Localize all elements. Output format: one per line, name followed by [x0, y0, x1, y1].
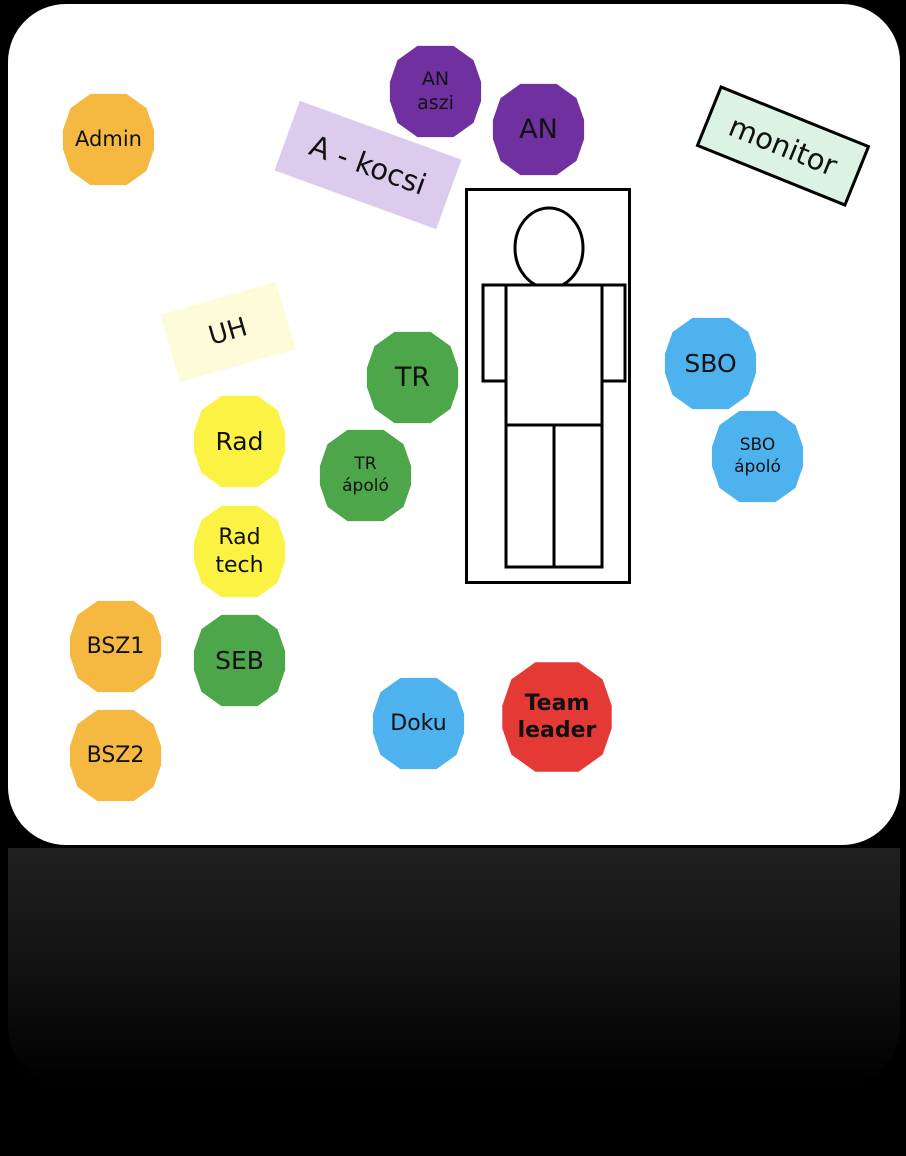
reflection-content: BSZ1 BSZ2 SEB Doku Team leader	[8, 848, 900, 1084]
role-bsz1: BSZ1	[69, 600, 162, 693]
role-rad-tech: Rad tech	[193, 505, 286, 598]
role-seb: SEB	[193, 614, 286, 707]
role-admin: Admin	[62, 93, 155, 186]
monitor-label: monitor	[695, 85, 871, 207]
diagram-card: A - kocsi UH monitor Admin AN aszi AN TR…	[8, 4, 900, 845]
ultrasound-label: UH	[160, 281, 296, 383]
role-sbo: SBO	[664, 317, 757, 410]
patient-on-bed-icon	[465, 188, 631, 584]
role-bsz2: BSZ2	[69, 709, 162, 802]
role-tr-apolo: TR ápoló	[319, 429, 412, 522]
role-an-aszi: AN aszi	[389, 45, 482, 138]
role-rad: Rad	[193, 395, 286, 488]
reflection: BSZ1 BSZ2 SEB Doku Team leader	[8, 848, 900, 1084]
role-an: AN	[492, 83, 585, 176]
role-team-leader: Team leader	[502, 662, 612, 772]
role-tr: TR	[366, 331, 459, 424]
role-sbo-apolo: SBO ápoló	[711, 410, 804, 503]
role-doku: Doku	[372, 677, 465, 770]
